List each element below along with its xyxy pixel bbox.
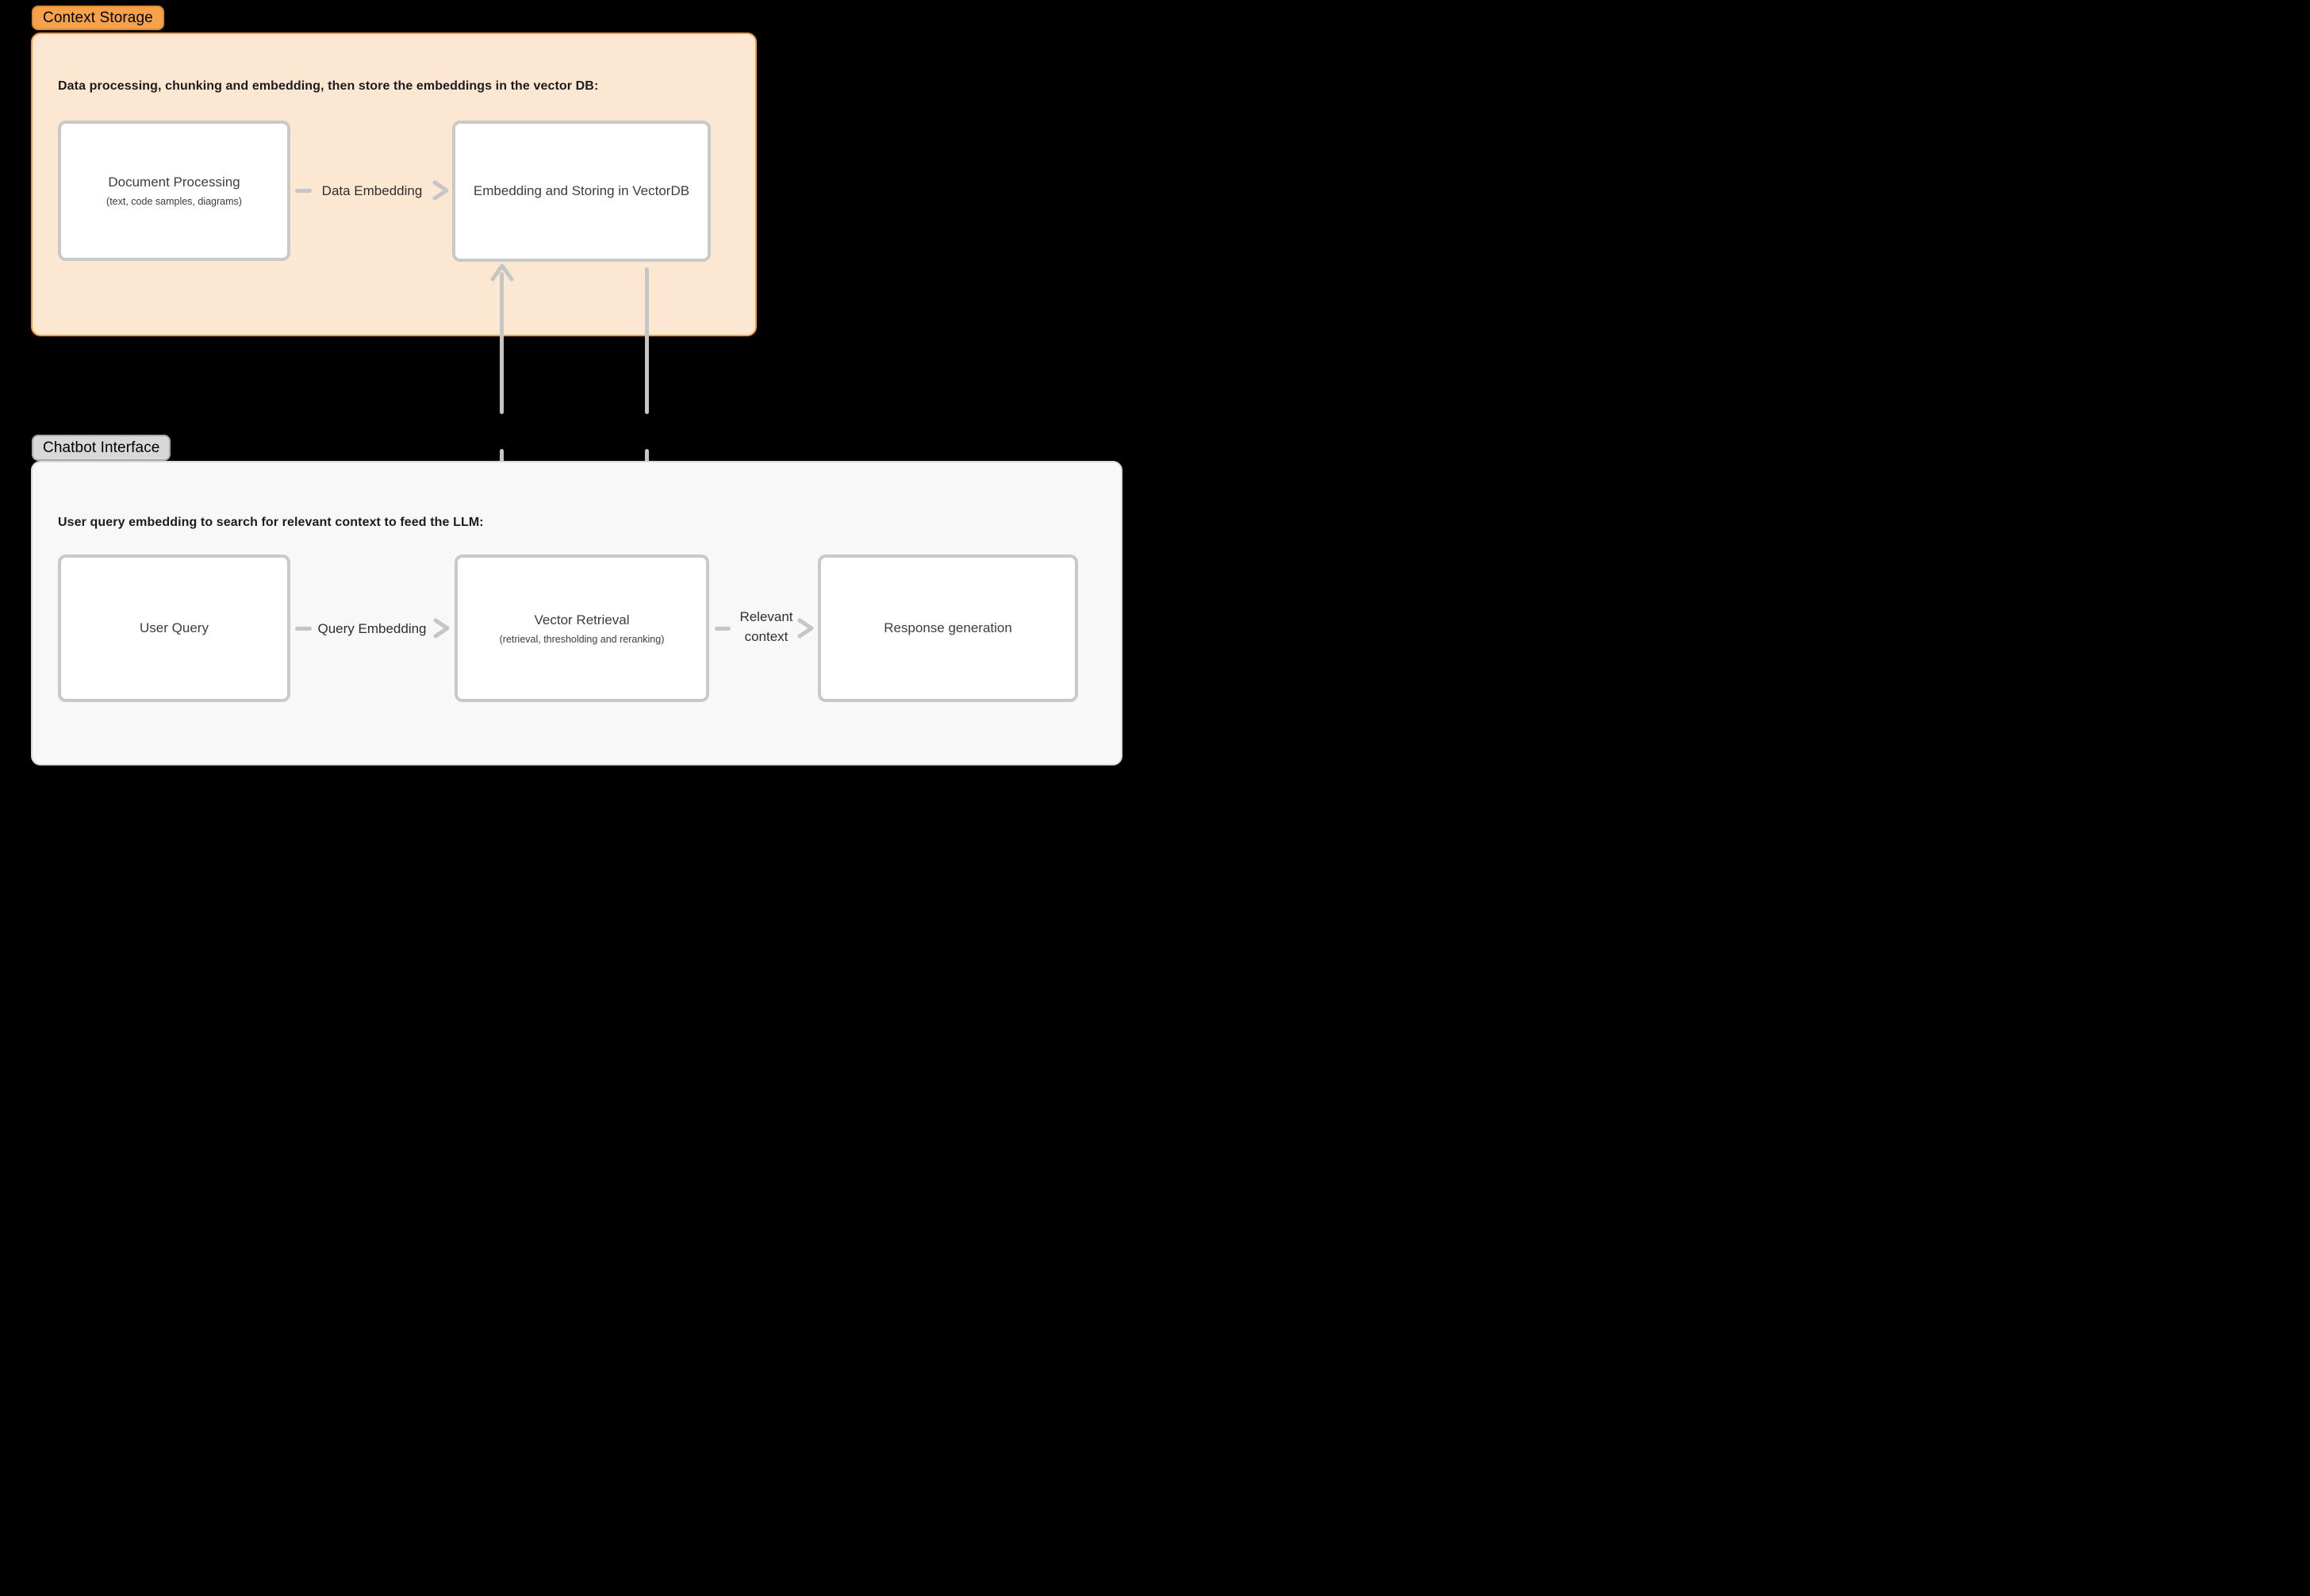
document-processing-subtitle: (text, code samples, diagrams) <box>106 196 242 207</box>
arrow-up-icon <box>490 263 514 282</box>
query-embedding-label: Query Embedding <box>317 621 427 636</box>
data-embedding-label: Data Embedding <box>321 183 423 198</box>
user-query-title: User Query <box>140 620 209 635</box>
chatbot-interface-heading: User query embedding to search for relev… <box>58 516 484 529</box>
connector-dash <box>295 189 312 193</box>
rag-architecture-diagram: Context Storage Data processing, chunkin… <box>0 0 1155 798</box>
relevant-context-label: Relevant context <box>727 607 806 646</box>
arrow-line <box>645 267 649 414</box>
document-processing-box: Document Processing (text, code samples,… <box>58 121 290 261</box>
arrow-right-icon <box>432 179 451 201</box>
vector-retrieval-subtitle: (retrieval, thresholding and reranking) <box>499 633 665 645</box>
relevant-context-line2: context <box>744 629 789 644</box>
arrow-line <box>500 272 504 414</box>
chatbot-interface-badge: Chatbot Interface <box>32 435 171 461</box>
connector-dash <box>715 627 731 631</box>
embedding-storing-title: Embedding and Storing in VectorDB <box>473 183 690 198</box>
response-generation-box: Response generation <box>818 554 1078 702</box>
arrow-right-icon <box>796 617 815 639</box>
document-processing-title: Document Processing <box>108 175 240 190</box>
response-generation-title: Response generation <box>884 620 1012 635</box>
connector-dash <box>295 627 312 631</box>
context-storage-heading: Data processing, chunking and embedding,… <box>58 79 599 93</box>
user-query-box: User Query <box>58 554 290 702</box>
embedding-storing-box: Embedding and Storing in VectorDB <box>452 121 711 262</box>
vector-retrieval-box: Vector Retrieval (retrieval, thresholdin… <box>455 554 709 702</box>
arrow-right-icon <box>432 617 451 639</box>
relevant-context-line1: Relevant <box>739 609 793 624</box>
context-storage-badge: Context Storage <box>32 6 164 30</box>
vector-retrieval-title: Vector Retrieval <box>534 612 630 627</box>
